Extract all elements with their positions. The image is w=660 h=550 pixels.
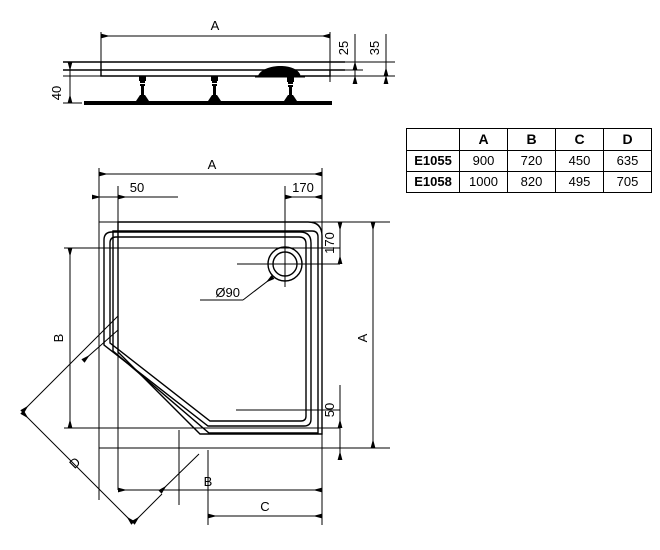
table-cell-e1058-a: 1000 bbox=[459, 171, 508, 193]
ext-line-D-upper bbox=[20, 315, 119, 414]
ext-line-D-lower bbox=[131, 493, 163, 525]
plan-view: Ø90 A 50 170 170 A 50 B bbox=[20, 157, 390, 525]
dim-label-plan-170-top: 170 bbox=[292, 180, 314, 195]
dim-label-plan-50-right: 50 bbox=[322, 403, 337, 417]
table-cell-e1058-c: 495 bbox=[555, 171, 604, 193]
table-row: E1055 900 720 450 635 bbox=[406, 150, 652, 172]
tray-rim-line-1 bbox=[112, 230, 319, 434]
tray-outer-outline bbox=[117, 221, 323, 435]
table-header-row: A B C D bbox=[406, 128, 652, 151]
table-corner-cell bbox=[406, 128, 460, 151]
dim-line-plan-D bbox=[20, 410, 135, 525]
leader-line-B-bottom bbox=[158, 453, 200, 494]
dim-label-drain-diameter: Ø90 bbox=[215, 285, 240, 300]
table-row-model-e1058: E1058 bbox=[406, 171, 460, 193]
dim-label-plan-50-top: 50 bbox=[130, 180, 144, 195]
drain-dome bbox=[257, 65, 301, 77]
dim-label-section-A: A bbox=[211, 18, 220, 33]
table-col-header-c: C bbox=[555, 128, 604, 151]
table-cell-e1055-a: 900 bbox=[459, 150, 508, 172]
tray-basin-inner bbox=[109, 236, 307, 422]
dim-label-plan-B-bottom: B bbox=[204, 474, 213, 489]
leader-line-drain bbox=[242, 275, 275, 301]
dim-label-plan-A-top: A bbox=[208, 157, 217, 172]
dim-label-plan-D: D bbox=[66, 454, 83, 471]
leader-line-B-left bbox=[81, 329, 119, 363]
tray-leg bbox=[208, 76, 221, 101]
table-col-header-d: D bbox=[603, 128, 652, 151]
table-col-header-b: B bbox=[507, 128, 556, 151]
dim-label-plan-A-right: A bbox=[355, 333, 370, 342]
dim-label-section-35: 35 bbox=[367, 41, 382, 55]
dim-label-plan-170-right: 170 bbox=[322, 232, 337, 254]
tray-leg bbox=[136, 76, 149, 101]
table-cell-e1055-c: 450 bbox=[555, 150, 604, 172]
dim-label-section-40: 40 bbox=[49, 86, 64, 100]
floor-line bbox=[84, 101, 332, 105]
table-cell-e1058-b: 820 bbox=[507, 171, 556, 193]
dim-label-plan-B-left: B bbox=[51, 334, 66, 343]
table-col-header-a: A bbox=[459, 128, 508, 151]
table-cell-e1058-d: 705 bbox=[603, 171, 652, 193]
tray-leg bbox=[284, 77, 297, 101]
dim-label-plan-C-bottom: C bbox=[260, 499, 269, 514]
leg-group bbox=[136, 76, 297, 101]
drain-outlet bbox=[262, 241, 308, 287]
model-dimensions-table: A B C D E1055 900 720 450 635 E1058 1000… bbox=[406, 128, 652, 193]
cross-section-view: A bbox=[49, 18, 395, 105]
table-row: E1058 1000 820 495 705 bbox=[406, 171, 652, 193]
table-cell-e1055-d: 635 bbox=[603, 150, 652, 172]
table-cell-e1055-b: 720 bbox=[507, 150, 556, 172]
tray-basin-outline bbox=[103, 231, 312, 427]
dim-label-section-25: 25 bbox=[336, 41, 351, 55]
table-row-model-e1055: E1055 bbox=[406, 150, 460, 172]
